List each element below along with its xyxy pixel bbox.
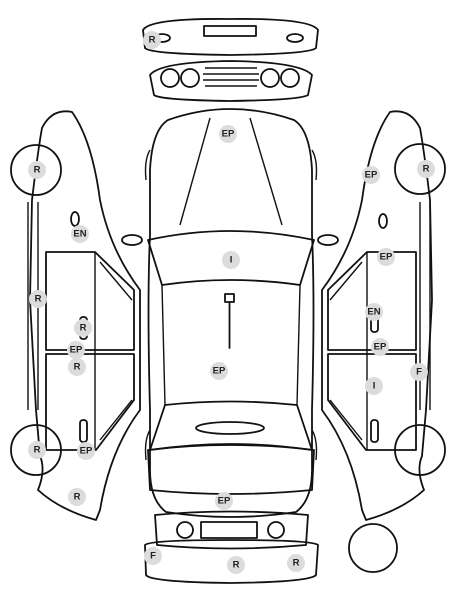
marker-left-sill[interactable]: R xyxy=(29,290,47,308)
svg-text:EP: EP xyxy=(222,129,235,140)
marker-left-rear-wheel[interactable]: R xyxy=(28,441,46,459)
marker-left-rear-door[interactable]: R xyxy=(68,358,86,376)
marker-hood-center[interactable]: EP xyxy=(219,125,237,143)
marker-right-front-fender[interactable]: EP xyxy=(362,166,380,184)
spare-tire xyxy=(348,523,398,573)
svg-text:EP: EP xyxy=(70,345,83,356)
marker-bumper-right[interactable]: R xyxy=(287,554,305,572)
marker-left-rear-quarter[interactable]: EP xyxy=(77,442,95,460)
marker-left-front-door-bottom[interactable]: R xyxy=(74,319,92,337)
marker-right-rear-door-sill[interactable]: F xyxy=(410,363,428,381)
marker-rear-top-left[interactable]: R xyxy=(143,31,161,49)
marker-trunk[interactable]: EP xyxy=(215,492,233,510)
svg-text:R: R xyxy=(35,294,42,305)
svg-text:EP: EP xyxy=(365,170,378,181)
marker-left-front-fender[interactable]: EN xyxy=(71,225,89,243)
svg-text:R: R xyxy=(34,165,41,176)
marker-windshield[interactable]: I xyxy=(222,251,240,269)
rear-bumper xyxy=(144,539,319,584)
marker-right-front-wheel[interactable]: R xyxy=(417,160,435,178)
svg-text:I: I xyxy=(373,381,376,392)
svg-text:R: R xyxy=(74,362,81,373)
front-bumper xyxy=(142,18,319,56)
marker-right-b-pillar[interactable]: EN xyxy=(365,303,383,321)
marker-left-front-wheel[interactable]: R xyxy=(28,161,46,179)
svg-text:R: R xyxy=(74,492,81,503)
marker-left-rear-bottom[interactable]: R xyxy=(68,488,86,506)
marker-right-b-pillar-low[interactable]: EP xyxy=(371,338,389,356)
rear-lights xyxy=(154,510,309,550)
svg-text:I: I xyxy=(230,255,233,266)
marker-roof[interactable]: EP xyxy=(210,362,228,380)
svg-text:R: R xyxy=(80,323,87,334)
svg-text:EP: EP xyxy=(213,366,226,377)
svg-text:R: R xyxy=(233,560,240,571)
svg-text:EP: EP xyxy=(374,342,387,353)
marker-right-front-door[interactable]: EP xyxy=(377,248,395,266)
marker-right-rear-door[interactable]: I xyxy=(365,377,383,395)
svg-text:EN: EN xyxy=(73,229,86,240)
svg-text:F: F xyxy=(150,551,156,562)
marker-left-b-pillar[interactable]: EP xyxy=(67,341,85,359)
svg-text:R: R xyxy=(423,164,430,175)
svg-text:R: R xyxy=(34,445,41,456)
damage-markers: R EP R R EP EN I EP R R EN EP EP R EP F … xyxy=(28,31,435,574)
svg-text:EP: EP xyxy=(380,252,393,263)
svg-text:R: R xyxy=(293,558,300,569)
front-grille xyxy=(149,60,313,102)
svg-text:F: F xyxy=(416,367,422,378)
svg-text:EP: EP xyxy=(218,496,231,507)
car-body-top xyxy=(121,108,339,518)
svg-text:EN: EN xyxy=(367,307,380,318)
marker-bumper-center[interactable]: R xyxy=(227,556,245,574)
svg-text:R: R xyxy=(149,35,156,46)
marker-bumper-left[interactable]: F xyxy=(144,547,162,565)
svg-text:EP: EP xyxy=(80,446,93,457)
